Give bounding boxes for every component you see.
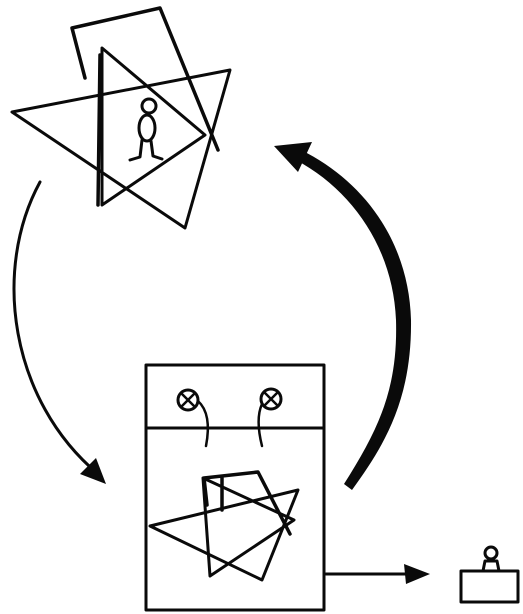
panel-device-node — [144, 363, 326, 612]
top-star-node — [10, 6, 232, 230]
panel-frame — [144, 363, 326, 612]
arrow-panel-to-output — [324, 564, 430, 584]
stick-figure-icon — [128, 97, 164, 162]
hexagram-icon — [148, 470, 300, 582]
arrow-star-to-panel — [12, 180, 106, 484]
arrow-panel-to-star — [274, 142, 412, 490]
hexagram-icon — [10, 6, 232, 230]
box-with-figure-icon — [459, 545, 520, 604]
dial-icon — [257, 387, 283, 448]
dial-icon — [176, 388, 210, 448]
